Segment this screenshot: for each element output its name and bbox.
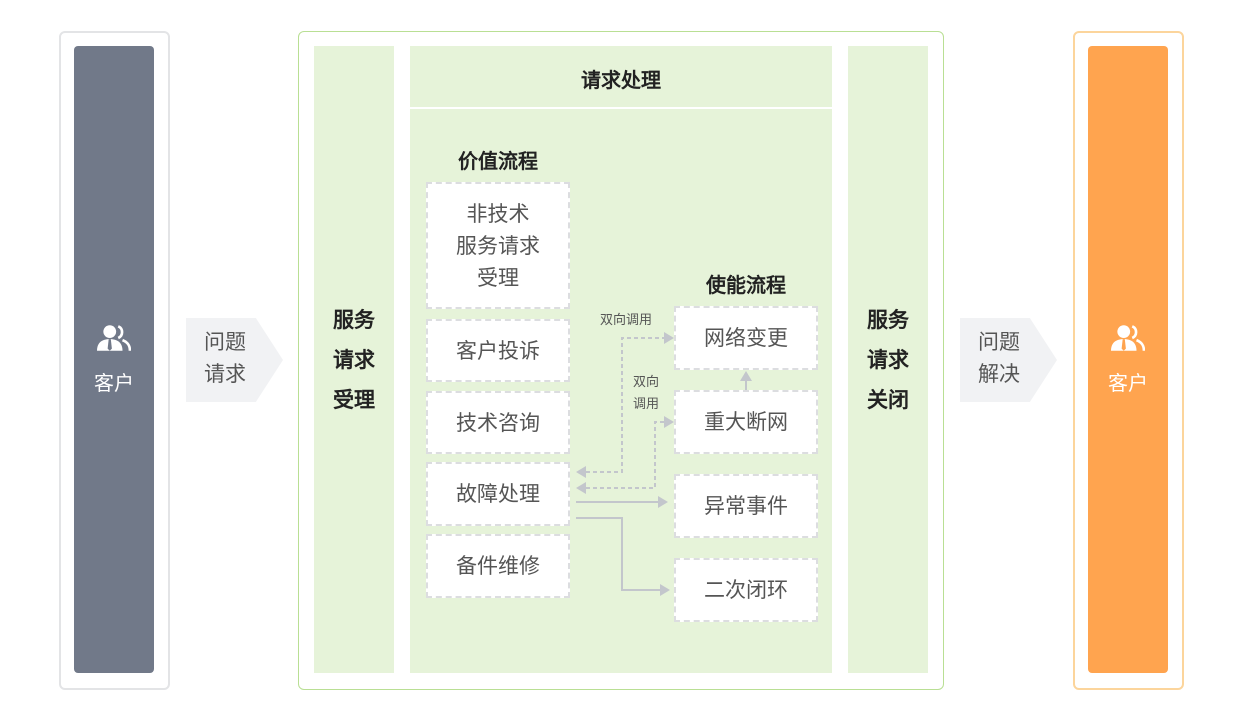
enable-flow-title: 使能流程 (706, 273, 786, 297)
enable-item: 异常事件 (674, 474, 818, 538)
item-text: 服务请求 (456, 233, 540, 258)
arrow-label: 请求 (204, 362, 246, 386)
item-text: 受理 (477, 265, 519, 290)
service-container (298, 31, 944, 690)
arrow-label: 解决 (978, 362, 1020, 386)
arrow-label: 问题 (204, 330, 246, 354)
arrowhead (660, 584, 670, 596)
value-item: 技术咨询 (426, 391, 570, 454)
user-group-icon (1111, 323, 1145, 353)
connector (576, 517, 660, 591)
accept-column: 服务 请求 受理 (314, 46, 394, 673)
enable-item: 二次闭环 (674, 558, 818, 622)
column-text: 服务 (867, 307, 909, 332)
arrowhead (576, 466, 586, 478)
bidirectional-connector (586, 337, 664, 473)
enable-item: 网络变更 (674, 306, 818, 370)
column-text: 请求 (867, 347, 909, 372)
arrowhead (740, 371, 752, 381)
call-label-line: 双向 (632, 375, 659, 390)
value-item: 故障处理 (426, 462, 570, 526)
right-customer-label: 客户 (1108, 371, 1148, 395)
item-text: 非技术 (466, 201, 530, 226)
divider (410, 107, 832, 109)
left-customer-label: 客户 (94, 371, 134, 395)
bidirectional-connector (586, 421, 664, 489)
column-text: 请求 (333, 347, 375, 372)
column-text: 受理 (333, 387, 375, 412)
column-text: 关闭 (867, 387, 909, 412)
call-label: 双向 调用 (626, 372, 666, 416)
arrowhead (658, 496, 668, 508)
arrowhead (576, 482, 586, 494)
left-customer-frame (59, 31, 170, 690)
panel-title: 请求处理 (581, 68, 661, 92)
arrowhead (664, 416, 674, 428)
call-label: 双向调用 (599, 313, 652, 328)
column-text: 服务 (333, 307, 375, 332)
arrowhead (664, 332, 674, 344)
right-customer-bar: 客户 (1088, 46, 1168, 673)
value-flow-title: 价值流程 (458, 149, 538, 173)
call-label-line: 调用 (632, 397, 659, 412)
value-item: 备件维修 (426, 534, 570, 598)
right-customer-frame (1073, 31, 1184, 690)
value-item: 客户投诉 (426, 319, 570, 382)
arrow-label: 问题 (978, 330, 1020, 354)
value-item: 非技术 服务请求 受理 (426, 182, 570, 309)
enable-item: 重大断网 (674, 390, 818, 454)
left-customer-bar: 客户 (74, 46, 154, 673)
close-column: 服务 请求 关闭 (848, 46, 928, 673)
